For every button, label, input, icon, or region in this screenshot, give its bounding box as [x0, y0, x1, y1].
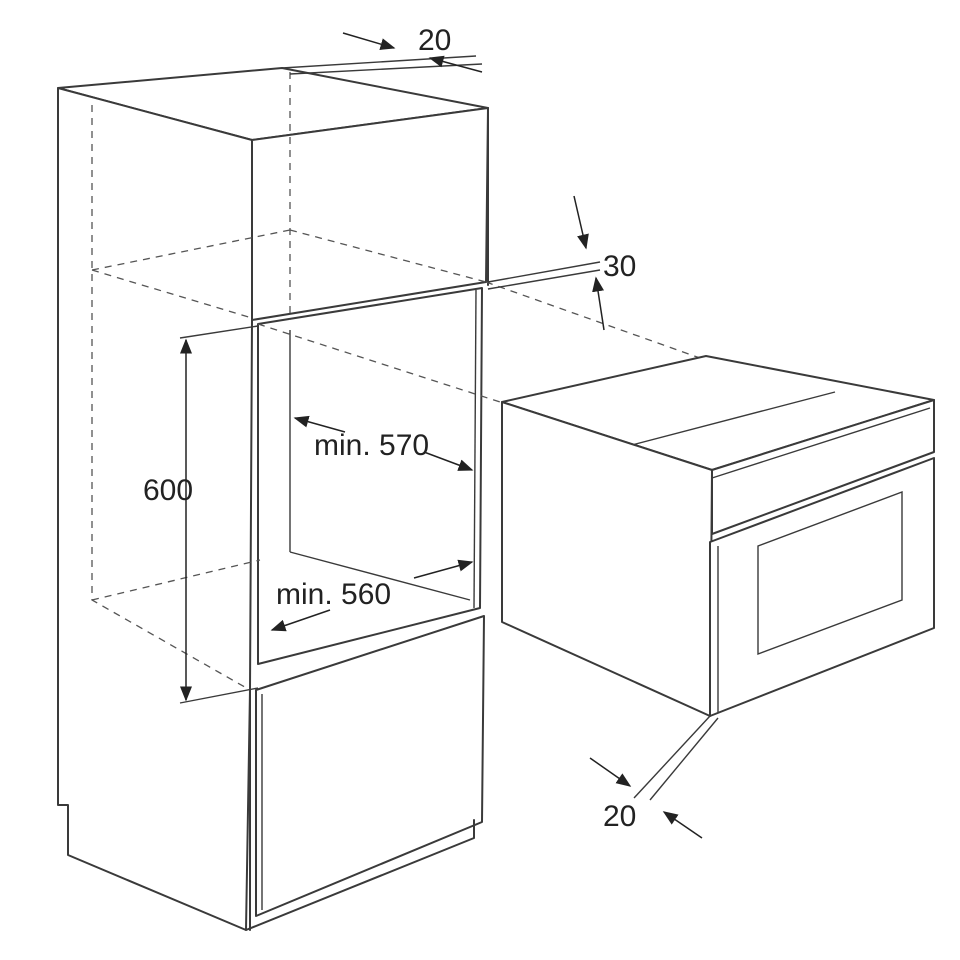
- oven-niche: [257, 287, 483, 665]
- oven-control-panel: [711, 399, 935, 535]
- oven-appliance: [501, 355, 935, 717]
- label-front-offset: 20: [603, 800, 636, 833]
- label-depth-min: min. 570: [314, 429, 429, 462]
- label-top-gap: 20: [418, 24, 451, 57]
- cabinet-upper-door: [251, 107, 489, 321]
- label-niche-height: 600: [143, 474, 193, 507]
- cabinet: [57, 67, 701, 931]
- oven-window: [757, 490, 903, 656]
- dimension-depth-min: min. 570: [293, 415, 474, 471]
- dimension-niche-height: 600: [143, 325, 259, 704]
- cabinet-lower-door: [255, 615, 485, 917]
- dimension-top-gap: 20: [281, 24, 483, 75]
- dimension-vertical-gap: 30: [487, 195, 636, 331]
- cabinet-side-panel: [57, 87, 253, 931]
- dimension-front-offset: 20: [589, 715, 719, 839]
- label-width-min: min. 560: [276, 578, 391, 611]
- label-vertical-gap: 30: [603, 250, 636, 283]
- dimension-width-min: min. 560: [270, 559, 474, 632]
